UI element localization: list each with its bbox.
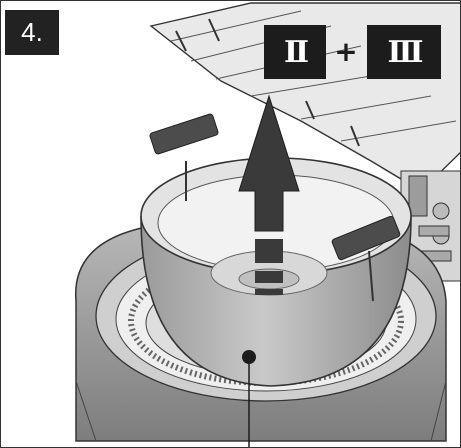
plus-sign: + bbox=[334, 35, 358, 68]
handle-right bbox=[331, 215, 401, 302]
part-label-iii: III bbox=[367, 25, 441, 79]
step-number-badge: 4. bbox=[5, 10, 59, 55]
handle-left bbox=[149, 113, 219, 201]
part-label-ii: II bbox=[264, 25, 326, 79]
lift-arrow-icon bbox=[238, 94, 300, 295]
